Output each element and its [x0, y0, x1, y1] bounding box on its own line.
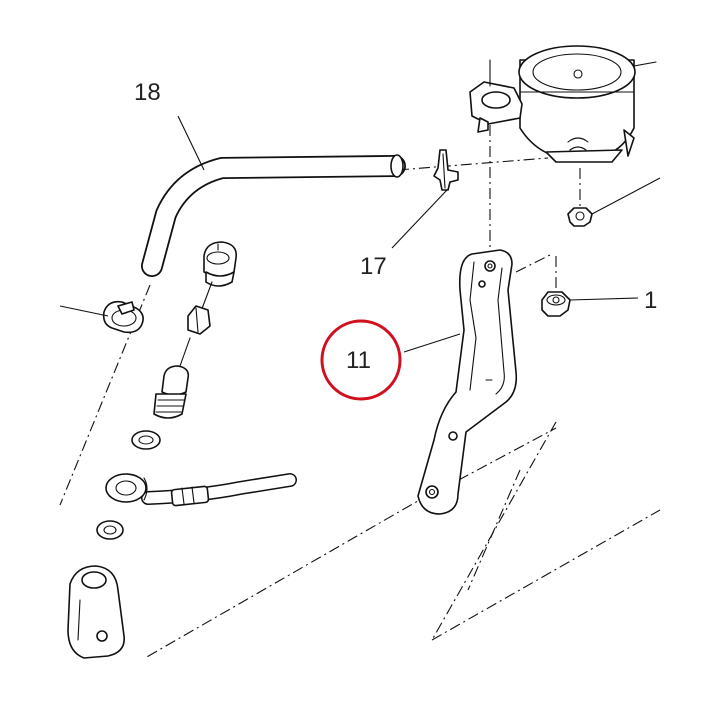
hose-clamp [59, 300, 144, 334]
pump-canister [469, 45, 657, 163]
highlight-ring [320, 319, 402, 401]
callout-18[interactable]: 18 [134, 79, 161, 106]
callout-1[interactable]: 1 [644, 287, 657, 314]
centerlines [59, 125, 661, 659]
canister-nut [567, 177, 661, 227]
callout-11[interactable]: 11 [346, 347, 371, 374]
part-18-hose [141, 115, 406, 277]
part-17-hose-clip [391, 149, 459, 249]
fitting-stack [96, 241, 238, 540]
part-1-flange-nut [541, 291, 639, 317]
caliper-casting [67, 565, 125, 659]
callout-17[interactable]: 17 [360, 253, 387, 280]
callout-labels: 18 17 11 1 [134, 79, 657, 374]
banjo-and-line [105, 473, 297, 507]
part-11-bracket [403, 249, 518, 515]
